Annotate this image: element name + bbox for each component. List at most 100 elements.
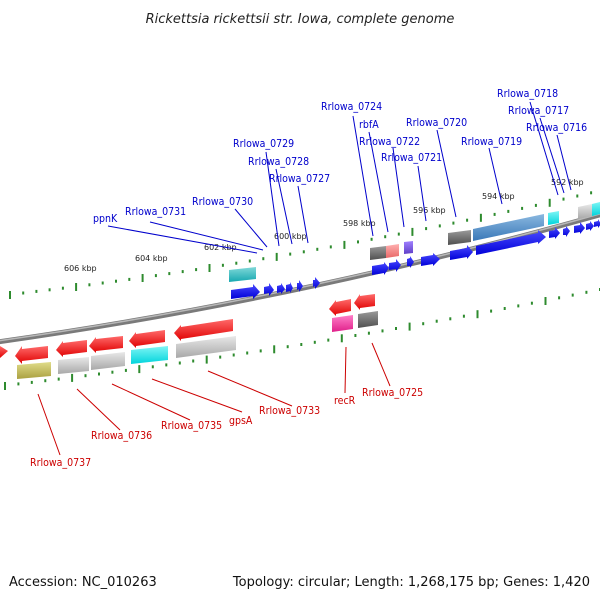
gene-Rrlowa_0726[interactable]	[313, 277, 320, 289]
inner-tick	[517, 304, 520, 308]
outer-tick	[397, 232, 400, 236]
scale-label-604: 604 kbp	[135, 254, 168, 263]
gene-Rrlowa_0735-cog[interactable]	[91, 352, 125, 370]
label-Rrlowa_0725[interactable]: Rrlowa_0725	[362, 387, 423, 399]
inner-tick	[585, 290, 588, 294]
gene-Rrlowa_0733-cog[interactable]	[176, 336, 236, 358]
outer-tick	[221, 263, 224, 267]
label-rbfA[interactable]: rbfA	[359, 119, 379, 131]
inner-tick	[381, 329, 384, 333]
inner-tick	[490, 309, 493, 313]
gene-Rrlowa_0725[interactable]	[354, 294, 375, 310]
outer-tick-ring	[9, 191, 593, 299]
label-gpsA[interactable]: gpsA	[229, 415, 253, 427]
gene-Rrlowa_0725-cog[interactable]	[358, 311, 378, 328]
label-Rrlowa_0727[interactable]: Rrlowa_0727	[269, 173, 330, 185]
outer-tick	[548, 198, 551, 207]
inner-tick	[273, 345, 276, 354]
inner-tick	[111, 370, 114, 374]
outer-tick	[235, 261, 238, 265]
outer-tick	[289, 252, 292, 256]
label-Rrlowa_0717[interactable]: Rrlowa_0717	[508, 105, 569, 117]
gene-Rrlowa_0718-cog[interactable]	[548, 211, 559, 225]
outer-tick	[343, 240, 346, 249]
inner-tick	[178, 361, 181, 365]
inner-tick	[558, 296, 561, 300]
gene-Rrlowa_0738[interactable]	[0, 346, 8, 358]
label-Rrlowa_0735[interactable]: Rrlowa_0735	[161, 420, 222, 432]
gene-rbfA-cog[interactable]	[386, 244, 399, 258]
outer-tick	[48, 288, 51, 292]
gene-Rrlowa_0736-cog[interactable]	[58, 357, 89, 374]
label-Rrlowa_0721[interactable]: Rrlowa_0721	[381, 152, 442, 164]
label-Rrlowa_0730[interactable]: Rrlowa_0730	[192, 196, 253, 208]
inner-tick	[4, 382, 6, 390]
label-Rrlowa_0722[interactable]: Rrlowa_0722	[359, 136, 420, 148]
scale-label-598: 598 kbp	[343, 219, 376, 228]
gene-Rrlowa_0730[interactable]	[264, 283, 274, 296]
label-Rrlowa_0716[interactable]: Rrlowa_0716	[526, 122, 587, 134]
gene-Rrlowa_0719-cog[interactable]	[473, 214, 544, 241]
gene-recR-cog[interactable]	[332, 315, 353, 332]
gene-Rrlowa_0721[interactable]	[421, 253, 440, 266]
outer-tick	[316, 247, 319, 251]
gene-Rrlowa_0720[interactable]	[450, 245, 473, 260]
gene-Rrlowa_0722-cog[interactable]	[404, 241, 413, 254]
gene-Rrlowa_0724-cog[interactable]	[370, 246, 386, 260]
label-Rrlowa_0737[interactable]: Rrlowa_0737	[30, 457, 91, 469]
label-Rrlowa_0729[interactable]: Rrlowa_0729	[233, 138, 294, 150]
gene-Rrlowa_0717[interactable]	[563, 226, 570, 237]
gene-Rrlowa_0731[interactable]	[231, 284, 260, 299]
gene-Rrlowa_0729[interactable]	[277, 283, 285, 294]
gene-Rrlowa_0730-cog[interactable]	[229, 267, 256, 282]
label-recR[interactable]: recR	[334, 395, 356, 407]
label-Rrlowa_0733[interactable]: Rrlowa_0733	[259, 405, 320, 417]
gene-Rrlowa_0718[interactable]	[549, 227, 560, 239]
label-Rrlowa_0724[interactable]: Rrlowa_0724	[321, 101, 382, 113]
gene-Rrlowa_0728[interactable]	[286, 282, 293, 293]
gene-Rrlowa_0733[interactable]	[174, 319, 233, 341]
inner-tick	[503, 307, 506, 310]
label-Rrlowa_0718[interactable]: Rrlowa_0718	[497, 88, 558, 100]
outer-tick	[75, 283, 78, 291]
label-Rrlowa_0719[interactable]: Rrlowa_0719	[461, 136, 522, 148]
gene-Rrlowa_0735[interactable]	[89, 336, 123, 353]
gene-Rrlowa_0716-cog[interactable]	[578, 204, 592, 219]
outer-tick	[101, 281, 104, 285]
gene-recR[interactable]	[329, 299, 351, 316]
gene-Rrlowa_0727[interactable]	[297, 280, 303, 292]
label-Rrlowa_0720[interactable]: Rrlowa_0720	[406, 117, 467, 129]
label-Rrlowa_0728[interactable]: Rrlowa_0728	[248, 156, 309, 168]
inner-tick	[57, 377, 60, 381]
gene-Rrlowa_0722[interactable]	[407, 256, 414, 268]
outer-tick	[61, 286, 64, 290]
reverse-strand-genes	[0, 294, 378, 379]
gene-Rrlowa_0737[interactable]	[15, 346, 48, 364]
gene-gpsA[interactable]	[129, 330, 165, 348]
scale-label-592: 592 kbp	[551, 178, 584, 187]
gene-Rrlowa_0736[interactable]	[56, 340, 87, 357]
inner-tick	[367, 331, 370, 335]
gene-Rrlowa_0737-cog[interactable]	[17, 362, 51, 379]
outer-tick	[115, 279, 117, 283]
gene-Rrlowa_0719[interactable]	[476, 230, 546, 255]
inner-tick	[17, 382, 20, 386]
outer-tick	[590, 191, 593, 195]
gene-Rrlowa_0724[interactable]	[372, 262, 389, 275]
gene-gpsA-cog[interactable]	[131, 346, 168, 364]
label-Rrlowa_0736[interactable]: Rrlowa_0736	[91, 430, 152, 442]
genome-summary-text: Topology: circular; Length: 1,268,175 bp…	[232, 575, 590, 590]
gene-Rrlowa_0720-cog[interactable]	[448, 230, 471, 245]
outer-tick	[168, 272, 171, 276]
gene-rbfA[interactable]	[389, 259, 401, 272]
scale-label-602: 602 kbp	[204, 243, 237, 252]
outer-tick	[493, 212, 496, 216]
gene-Rrlowa_0716[interactable]	[574, 222, 585, 234]
label-ppnK[interactable]: ppnK	[93, 213, 118, 225]
outer-tick	[438, 224, 441, 228]
inner-tick	[30, 380, 33, 384]
label-Rrlowa_0731[interactable]: Rrlowa_0731	[125, 206, 186, 218]
outer-tick	[452, 221, 455, 225]
reverse-label-lines	[37, 342, 391, 456]
